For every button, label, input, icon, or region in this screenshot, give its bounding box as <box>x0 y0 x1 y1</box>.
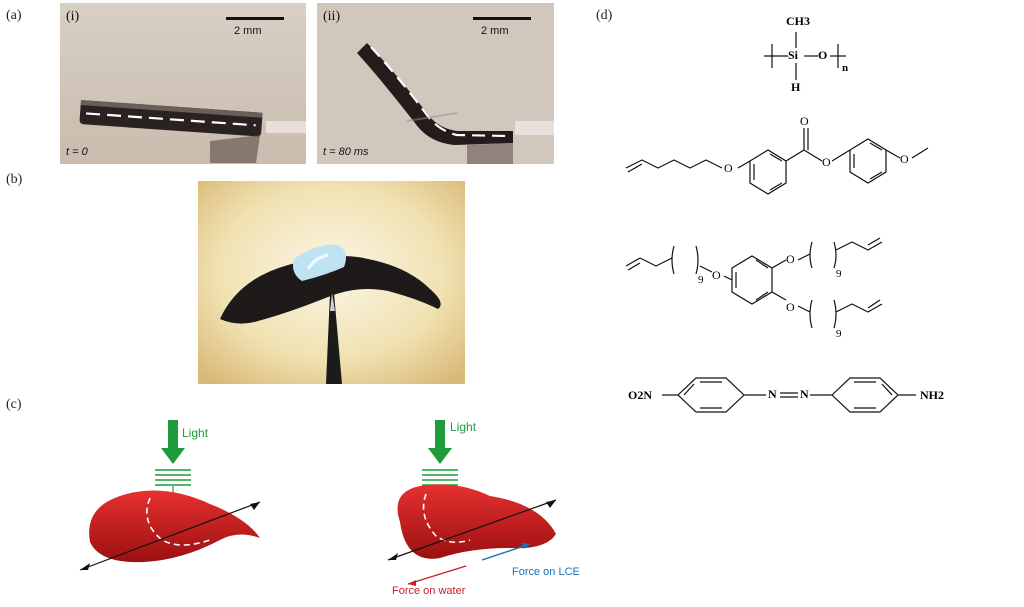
siloxane-ch3: CH3 <box>786 14 810 28</box>
siloxane-n: n <box>842 62 849 74</box>
force-arrow-lce <box>481 543 531 561</box>
photo-a-ii: (ii) 2 mm t = 80 ms <box>317 3 554 164</box>
sublabel-ii: (ii) <box>323 9 341 24</box>
scale-label: 2 mm <box>481 25 509 37</box>
sublabel-i: (i) <box>66 9 80 24</box>
crosslinker-o3: O <box>786 300 795 314</box>
lce-strip-straight <box>79 100 263 137</box>
scale-bar <box>226 17 284 20</box>
azo-left-group: O2N <box>628 388 652 402</box>
ester-o-left: O <box>724 161 733 175</box>
chem-azo: O2N N N NH2 <box>622 360 962 430</box>
chem-ester: O O O O <box>620 110 1020 200</box>
crosslinker-o2: O <box>786 252 795 266</box>
time-label: t = 0 <box>66 146 88 158</box>
force-arrow-water <box>407 565 467 586</box>
light-arrow-left <box>155 420 191 540</box>
light-label-left: Light <box>182 426 209 440</box>
diagram-c: Light Light Force on LCE Force on water <box>70 412 610 602</box>
photo-b <box>198 181 465 384</box>
siloxane-o: O <box>818 48 828 62</box>
photo-a-i: (i) 2 mm t = 0 <box>60 3 306 164</box>
scale-label: 2 mm <box>234 25 262 37</box>
crosslinker-n2: 9 <box>836 268 842 280</box>
time-label: t = 80 ms <box>323 146 369 158</box>
scale-bar <box>473 17 531 20</box>
crosslinker-n3: 9 <box>836 328 842 340</box>
azo-n2: N <box>800 387 809 401</box>
panel-label-c: (c) <box>6 397 22 412</box>
chem-crosslinker: O O O 9 9 9 <box>620 220 900 350</box>
force-water-label: Force on water <box>392 585 466 597</box>
ester-o-mid: O <box>822 155 831 169</box>
light-label-right: Light <box>450 420 477 434</box>
siloxane-si: Si <box>788 48 799 62</box>
lce-droplet-right <box>387 484 557 561</box>
lce-droplet-left <box>79 490 261 571</box>
panel-label-a: (a) <box>6 8 22 23</box>
crosslinker-n1: 9 <box>698 274 704 286</box>
chem-siloxane: CH3 Si O H n <box>750 10 860 100</box>
ester-o-right: O <box>900 152 909 166</box>
crosslinker-o1: O <box>712 268 721 282</box>
siloxane-h: H <box>791 80 801 94</box>
force-lce-label: Force on LCE <box>512 566 580 578</box>
ester-o-top: O <box>800 114 809 128</box>
azo-right-group: NH2 <box>920 388 944 402</box>
azo-n1: N <box>768 387 777 401</box>
panel-label-d: (d) <box>596 8 613 23</box>
panel-label-b: (b) <box>6 172 23 187</box>
